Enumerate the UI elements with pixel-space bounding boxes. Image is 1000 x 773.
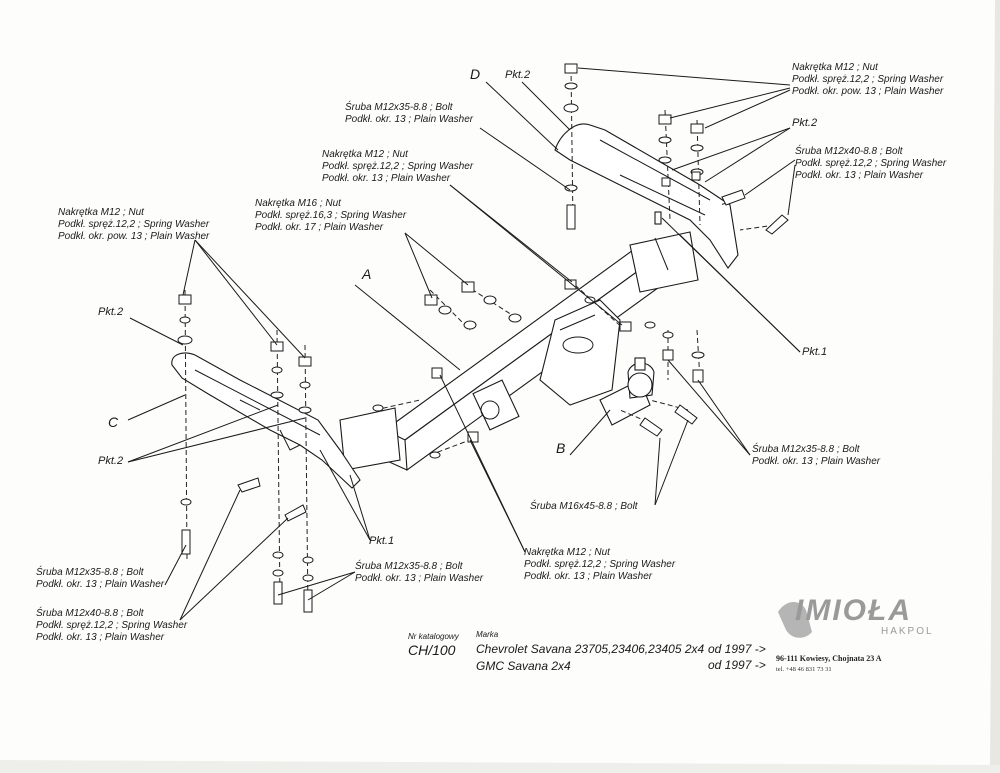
leader-lines	[127, 67, 801, 621]
part-label-b: B	[556, 440, 566, 456]
pkt2-label-left-top: Pkt.2	[98, 306, 124, 318]
part-label-c: C	[108, 414, 119, 430]
part-label-d: D	[470, 66, 481, 82]
tow-ball-part-b	[599, 357, 655, 426]
from-year-1: od 1997 ->	[708, 642, 766, 656]
pkt2-label-d: Pkt.2	[505, 69, 531, 81]
from-year-2: od 1997 ->	[708, 658, 766, 672]
pkt2-label-right: Pkt.2	[792, 117, 818, 129]
vehicle-1: Chevrolet Savana 23705,23406,23405 2x4	[476, 642, 705, 656]
brand-address: 96-111 Kowiesy, Chojnata 23 A	[776, 654, 882, 663]
brand-logo-swoosh	[778, 601, 812, 638]
pkt1-label-center: Pkt.1	[369, 535, 395, 547]
catalog-number-label: Nr katalogowy	[408, 632, 459, 641]
part-label-a: A	[362, 266, 372, 282]
fastener-hardware	[177, 63, 789, 613]
vehicle-2: GMC Savana 2x4	[476, 659, 571, 673]
brand-sub: HAKPOL	[881, 626, 934, 637]
side-bracket-part-d	[554, 123, 739, 269]
pkt1-label-right: Pkt.1	[802, 346, 828, 358]
side-bracket-part-c	[171, 352, 361, 489]
pkt2-label-left-bottom: Pkt.2	[98, 455, 124, 467]
brand-name: IMIOŁA	[795, 594, 912, 627]
make-label: Marka	[476, 630, 499, 639]
bolt-m16-label: Śruba M16x45-8.8 ; Bolt	[530, 500, 638, 512]
brand-phone: tel. +48 46 831 73 31	[776, 666, 832, 673]
catalog-number: CH/100	[408, 642, 456, 658]
crossbar-part-a	[339, 231, 699, 472]
